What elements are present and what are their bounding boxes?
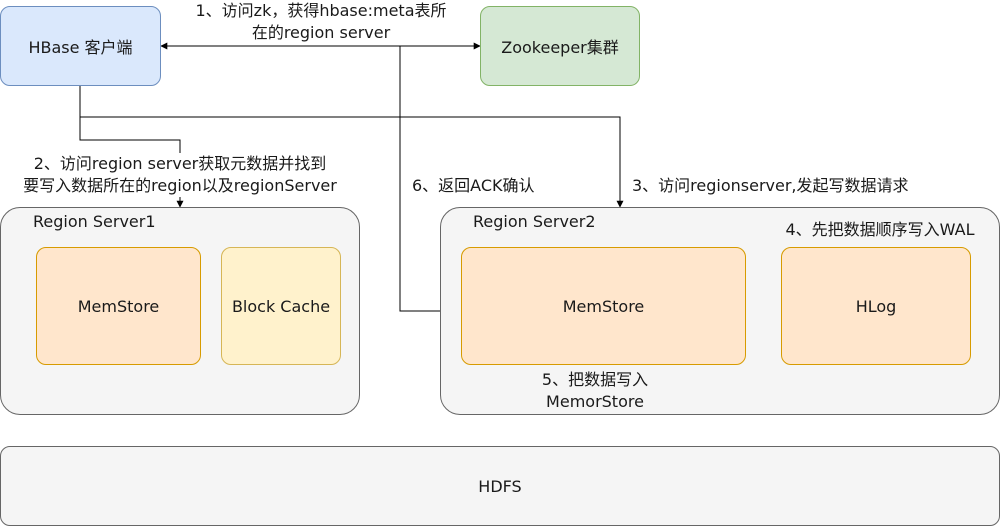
step3-label: 3、访问regionserver,发起写数据请求 bbox=[632, 175, 932, 197]
rs1-memstore-label: MemStore bbox=[77, 296, 160, 316]
step4-label: 4、先把数据顺序写入WAL bbox=[770, 219, 990, 241]
step2-line1: 2、访问region server获取元数据并找到 bbox=[33, 154, 327, 173]
step5-line1: 5、把数据写入 bbox=[541, 370, 649, 389]
rs2-memstore-node: MemStore bbox=[461, 247, 746, 365]
hbase-client-label: HBase 客户端 bbox=[28, 38, 133, 57]
zookeeper-node: Zookeeper集群 bbox=[480, 6, 640, 86]
rs2-hlog-node: HLog bbox=[781, 247, 971, 365]
rs2-memstore-label: MemStore bbox=[562, 296, 645, 316]
rs2-hlog-label: HLog bbox=[855, 296, 897, 316]
rs1-memstore-node: MemStore bbox=[36, 247, 201, 365]
step6-text: 6、返回ACK确认 bbox=[412, 176, 535, 195]
step3-text: 3、访问regionserver,发起写数据请求 bbox=[632, 176, 909, 195]
region-server1-title: Region Server1 bbox=[33, 212, 156, 231]
rs1-blockcache-label: Block Cache bbox=[231, 296, 331, 316]
hdfs-label: HDFS bbox=[478, 476, 522, 496]
zookeeper-label: Zookeeper集群 bbox=[501, 38, 619, 57]
step2-line2: 要写入数据所在的region以及regionServer bbox=[23, 176, 337, 195]
step1-line2: 在的region server bbox=[251, 23, 391, 42]
hbase-client-node: HBase 客户端 bbox=[0, 6, 161, 86]
step5-label: 5、把数据写入 MemorStore bbox=[520, 369, 670, 413]
step6-label: 6、返回ACK确认 bbox=[412, 175, 552, 197]
region-server2-title: Region Server2 bbox=[473, 212, 596, 231]
region-server2: Region Server2 MemStore HLog bbox=[440, 207, 1000, 415]
rs1-blockcache-node: Block Cache bbox=[221, 247, 341, 365]
step1-label: 1、访问zk，获得hbase:meta表所 在的region server bbox=[176, 0, 466, 44]
step4-text: 4、先把数据顺序写入WAL bbox=[785, 220, 975, 239]
region-server1: Region Server1 MemStore Block Cache bbox=[0, 207, 360, 415]
hdfs-node: HDFS bbox=[0, 446, 1000, 526]
step5-line2: MemorStore bbox=[546, 392, 644, 411]
step2-label: 2、访问region server获取元数据并找到 要写入数据所在的region… bbox=[0, 153, 360, 197]
step1-line1: 1、访问zk，获得hbase:meta表所 bbox=[195, 1, 447, 20]
